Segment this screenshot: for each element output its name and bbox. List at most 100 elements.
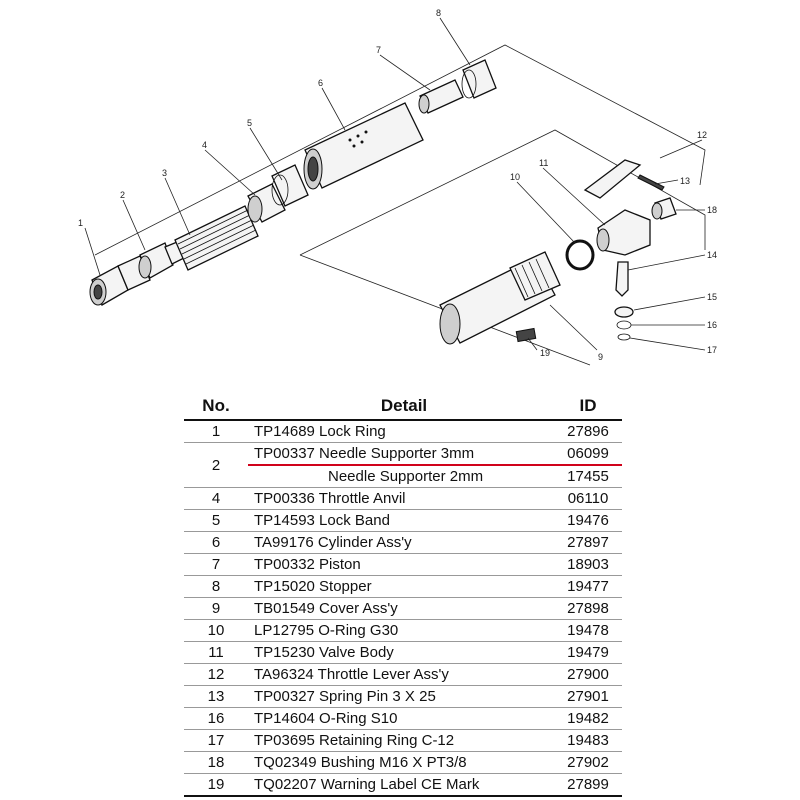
row-detail: TP00332 Piston [248,553,554,576]
table-row: 6 TA99176 Cylinder Ass'y 27897 [184,531,622,554]
table-row: 2 TP00337 Needle Supporter 3mm 06099 [184,442,622,488]
row-id: 27902 [554,751,622,774]
row-no: 4 [184,487,248,510]
table-row: 1 TP14689 Lock Ring 27896 [184,420,622,443]
row-detail-highlighted: TP00337 Needle Supporter 3mm [248,442,554,466]
table-row: 7 TP00332 Piston 18903 [184,553,622,576]
part-14-valve-stem [615,261,629,297]
part-13-spring-pin [637,174,665,191]
leader-lines [84,17,706,351]
table-row: 18 TQ02349 Bushing M16 X PT3/8 27902 [184,751,622,774]
row-no: 18 [184,751,248,774]
table-row: 9 TB01549 Cover Ass'y 27898 [184,597,622,620]
row-detail: TP15230 Valve Body [248,641,554,664]
row-id: 19476 [554,509,622,532]
part-10-o-ring [565,239,595,271]
row-no: 12 [184,663,248,686]
row-no: 17 [184,729,248,752]
row-id: 18903 [554,553,622,576]
row-id: 19483 [554,729,622,752]
callout-5: 5 [247,118,252,128]
row-no: 9 [184,597,248,620]
callout-17: 17 [707,345,717,355]
part-5-lock-band [271,164,309,207]
table-row: 13 TP00327 Spring Pin 3 X 25 27901 [184,685,622,708]
callout-13: 13 [680,176,690,186]
row-no: 11 [184,641,248,664]
row-detail: TA99176 Cylinder Ass'y [248,531,554,554]
row-detail: TP03695 Retaining Ring C-12 [248,729,554,752]
part-18-bushing [651,197,677,220]
row-id: 19477 [554,575,622,598]
row-no: 10 [184,619,248,642]
callout-1: 1 [78,218,83,228]
callout-6: 6 [318,78,323,88]
callout-15: 15 [707,292,717,302]
row-detail: TA96324 Throttle Lever Ass'y [248,663,554,686]
row-detail: Needle Supporter 2mm [248,465,554,488]
row-no: 5 [184,509,248,532]
part-15-seat [614,306,634,318]
callout-11: 11 [539,158,548,168]
table-row: 4 TP00336 Throttle Anvil 06110 [184,487,622,510]
part-9-cover [439,251,561,345]
part-6-cylinder [303,102,424,190]
part-4-throttle-anvil [247,183,286,223]
table-row: 8 TP15020 Stopper 19477 [184,575,622,598]
row-id: 27898 [554,597,622,620]
row-detail: TB01549 Cover Ass'y [248,597,554,620]
callout-14: 14 [707,250,717,260]
row-no: 1 [184,420,248,443]
part-17-retaining-ring [617,333,631,341]
callout-18: 18 [707,205,717,215]
row-detail: TQ02207 Warning Label CE Mark [248,773,554,797]
table-row: 16 TP14604 O-Ring S10 19482 [184,707,622,730]
table-row: 12 TA96324 Throttle Lever Ass'y 27900 [184,663,622,686]
part-1-lock-ring [89,255,151,306]
row-detail: TQ02349 Bushing M16 X PT3/8 [248,751,554,774]
header-id: ID [554,393,622,421]
row-no: 7 [184,553,248,576]
parts-table: No. Detail ID 1 TP14689 Lock Ring 27896 … [184,393,622,797]
table-row: 5 TP14593 Lock Band 19476 [184,509,622,532]
table-row: 11 TP15230 Valve Body 19479 [184,641,622,664]
row-no: 16 [184,707,248,730]
row-id: 27900 [554,663,622,686]
row-no: 8 [184,575,248,598]
row-id: 19482 [554,707,622,730]
row-id: 06110 [554,487,622,510]
assembly-outline-upper [94,44,706,256]
row-detail: TP15020 Stopper [248,575,554,598]
row-id: 17455 [554,465,622,488]
row-detail: LP12795 O-Ring G30 [248,619,554,642]
row-id-highlighted: 06099 [554,442,622,466]
header-no: No. [184,393,248,421]
row-detail: TP14604 O-Ring S10 [248,707,554,730]
row-detail: TP14689 Lock Ring [248,420,554,443]
row-id: 27897 [554,531,622,554]
row-detail: TP00336 Throttle Anvil [248,487,554,510]
callout-3: 3 [162,168,167,178]
row-no: 19 [184,773,248,797]
row-id: 19478 [554,619,622,642]
part-11-valve-body [596,209,651,256]
callout-8: 8 [436,8,441,18]
row-detail: TP14593 Lock Band [248,509,554,532]
part-3-needle-bundle [174,205,259,271]
row-id: 27899 [554,773,622,797]
callout-19: 19 [540,348,550,358]
callout-2: 2 [120,190,125,200]
callout-9: 9 [598,352,603,362]
row-id: 19479 [554,641,622,664]
row-id: 27901 [554,685,622,708]
row-id: 27896 [554,420,622,443]
part-16-o-ring [616,320,632,330]
callout-16: 16 [707,320,717,330]
part-12-throttle-lever [583,159,642,199]
row-detail: TP00327 Spring Pin 3 X 25 [248,685,554,708]
exploded-parts-diagram: 1 2 3 4 5 6 7 8 10 11 12 13 18 14 15 16 … [78,8,717,366]
table-row: 10 LP12795 O-Ring G30 19478 [184,619,622,642]
row-no: 2 [184,442,248,488]
table-row: 19 TQ02207 Warning Label CE Mark 27899 [184,773,622,797]
table-row: Needle Supporter 2mm 17455 [184,465,622,488]
